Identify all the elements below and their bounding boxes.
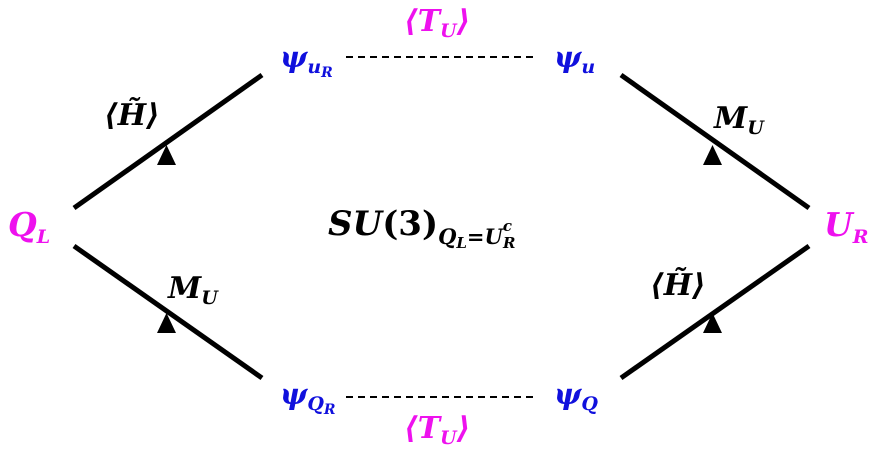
arrow-triangle-lower-left bbox=[157, 313, 176, 333]
node-psi-u-r: ψuR bbox=[280, 40, 333, 81]
label-t-u-top: ⟨TU⟩ bbox=[404, 4, 470, 42]
arrow-triangle-lower-right bbox=[703, 313, 722, 333]
arrow-triangle-upper-left bbox=[157, 145, 176, 165]
edge-psiu-ur bbox=[619, 72, 811, 211]
node-psi-u: ψu bbox=[554, 40, 595, 78]
node-q-l: QL bbox=[8, 205, 50, 248]
label-m-u-left: MU bbox=[167, 271, 219, 309]
edge-psiq-ur bbox=[619, 243, 811, 381]
node-psi-q: ψQ bbox=[554, 377, 598, 415]
node-psi-q-r: ψQR bbox=[280, 377, 336, 418]
label-t-u-bottom: ⟨TU⟩ bbox=[404, 411, 470, 449]
arrow-triangle-upper-right bbox=[703, 145, 722, 165]
label-h-tilde-left: ⟨H̃⟩ bbox=[104, 98, 160, 133]
edge-ql-psiqr bbox=[72, 243, 264, 381]
label-m-u-right: MU bbox=[713, 101, 765, 139]
node-u-r: UR bbox=[824, 205, 869, 248]
edge-ql-psiur bbox=[72, 72, 264, 211]
label-h-tilde-right: ⟨H̃⟩ bbox=[650, 268, 706, 303]
